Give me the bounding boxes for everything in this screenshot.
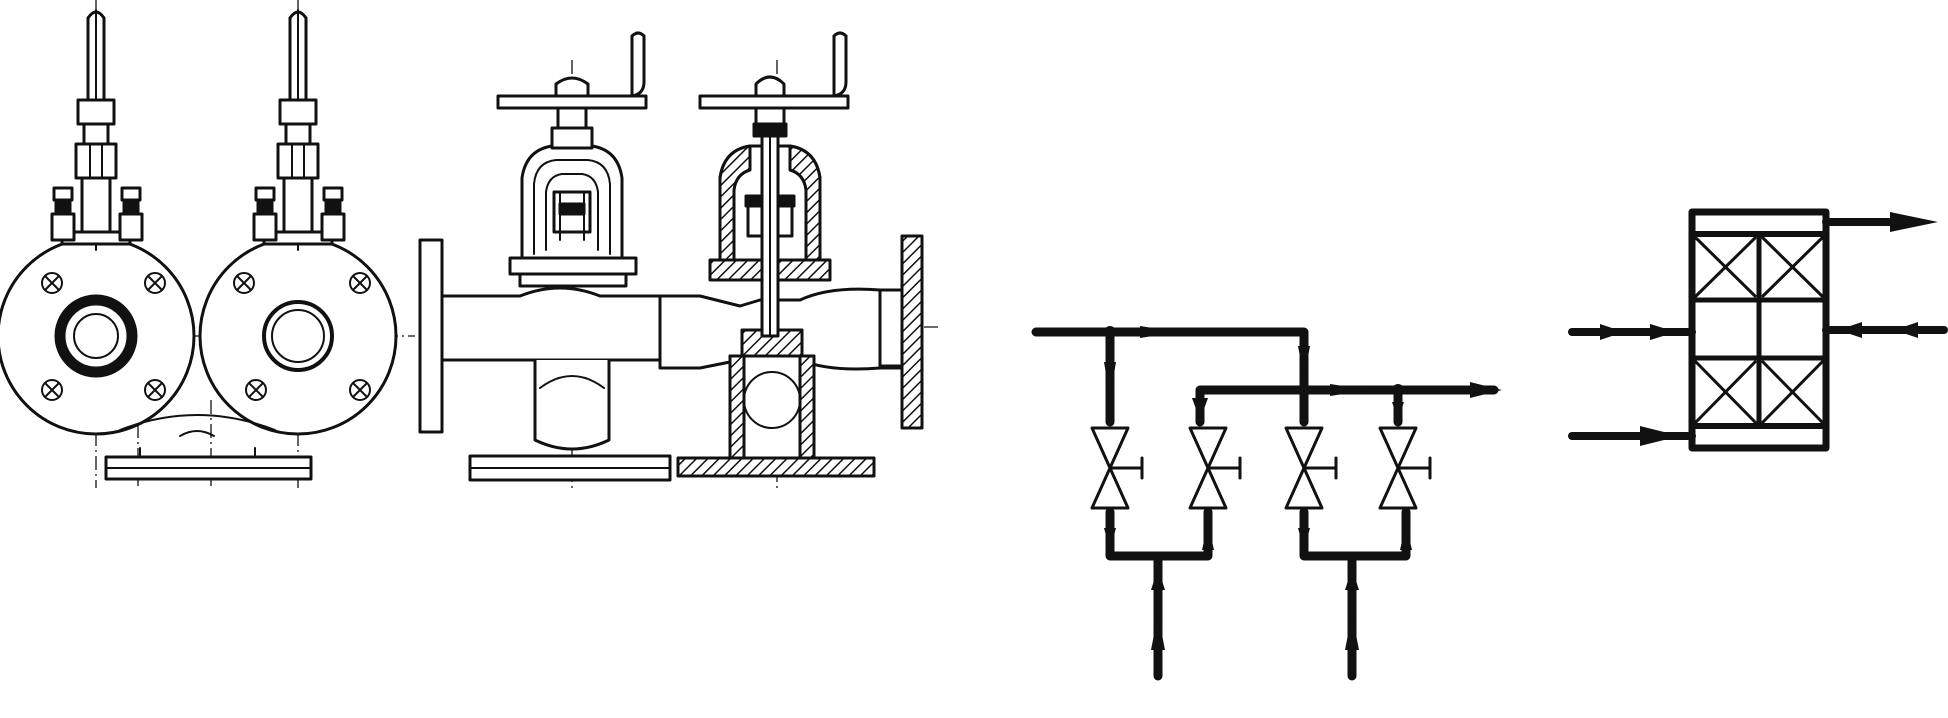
- valve-drawing: [0, 0, 940, 488]
- flow-arrow-icon: [1568, 212, 1948, 446]
- front-base: [104, 414, 313, 481]
- bolt-hole-icon: [233, 272, 371, 401]
- flow-arrow-icon: [1104, 326, 1502, 650]
- valve-icon: [1188, 426, 1242, 510]
- valve-icon: [1090, 426, 1144, 510]
- bolt-hole-icon: [41, 272, 166, 401]
- front-stem-left: [50, 9, 144, 251]
- front-flange-left: [0, 236, 196, 436]
- block-symbol: [1568, 208, 1948, 452]
- side-valve-left: [418, 31, 672, 482]
- side-valve-right: [658, 31, 924, 478]
- valve-icon: [1378, 426, 1432, 510]
- front-stem-right: [252, 9, 346, 251]
- valve-icon: [1284, 426, 1338, 510]
- piping-scheme: [1031, 326, 1502, 681]
- cross-cell-icon: [1694, 236, 1824, 424]
- front-flange-right: [198, 236, 398, 436]
